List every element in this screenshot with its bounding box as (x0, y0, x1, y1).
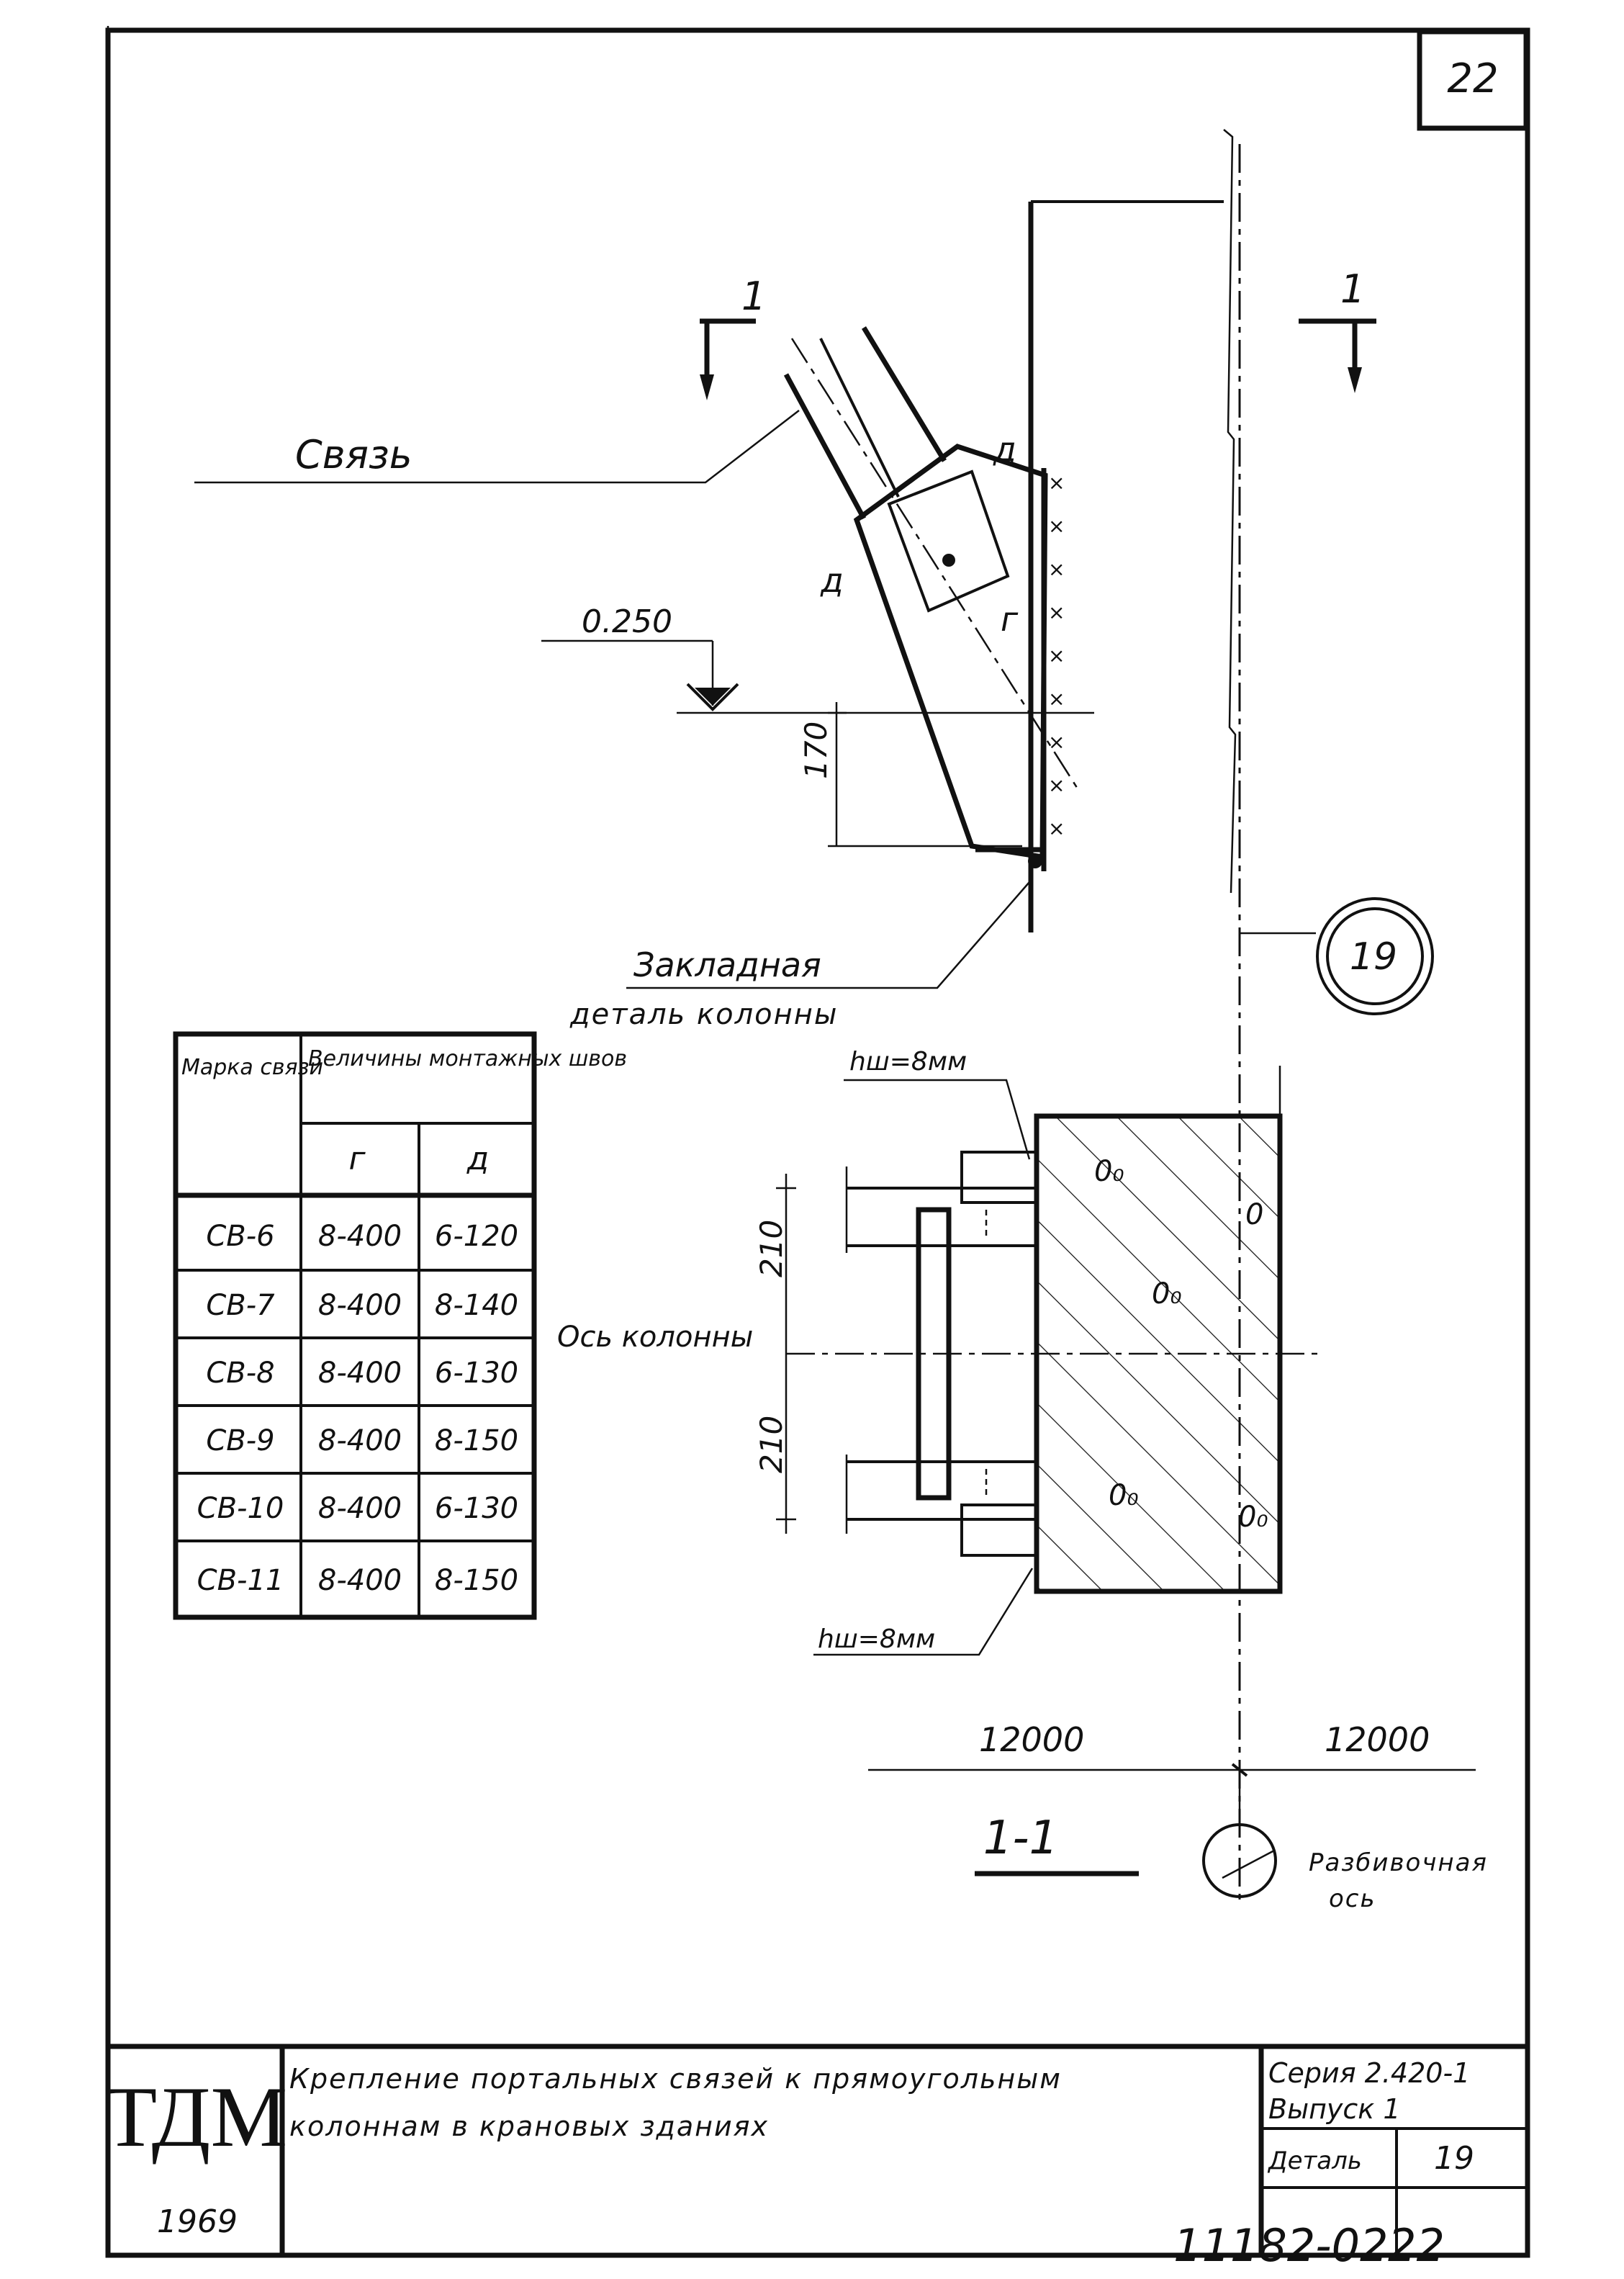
span-left-value: 12000 (979, 1720, 1084, 1759)
weld-label-g: г (1001, 600, 1019, 639)
svg-text:0₀: 0₀ (1238, 1501, 1268, 1534)
svg-text:×: × (1048, 687, 1065, 711)
brace-member: × × × × × × × × × (783, 326, 1081, 871)
detail-callout: 19 (1240, 897, 1434, 1015)
elevation-value: 0.250 (582, 603, 672, 640)
column-axis-label: Ось колонны (557, 1321, 753, 1354)
table-cell-g: 8-400 (318, 1492, 402, 1525)
table-cell-mark: СВ-6 (206, 1220, 274, 1253)
section-title-text: 1-1 (983, 1812, 1059, 1865)
title-block-logo: ТДМ (104, 2069, 287, 2165)
table-cell-mark: СВ-9 (206, 1424, 274, 1457)
embedded-part-line2: деталь колонны (569, 998, 839, 1031)
table-cell-mark: СВ-11 (197, 1564, 284, 1597)
section-title: 1-1 (975, 1812, 1139, 1876)
table-cell-mark: СВ-7 (206, 1289, 275, 1322)
section-1-1-drawing: 0₀ 0₀ 0₀ 0₀ 0 210 210 Ось колонны (557, 1066, 1325, 1594)
sheet-number-box: 22 (1417, 29, 1529, 131)
weld-height-top-text: hш=8мм (849, 1047, 967, 1076)
weld-height-bottom: hш=8мм (813, 1568, 1034, 1656)
svg-text:×: × (1048, 557, 1065, 581)
layout-axis-line2: ось (1329, 1884, 1376, 1913)
issue-label: Выпуск 1 (1268, 2093, 1401, 2125)
table-cell-d: 8-150 (435, 1564, 518, 1597)
layout-axis-marker: Разбивочная ось (1202, 1770, 1488, 1913)
table-cell-g: 8-400 (318, 1220, 402, 1253)
span-dimension: 12000 12000 (868, 1720, 1476, 1777)
section-marker-left: 1 (700, 274, 766, 400)
table-row: СВ-8 8-400 6-130 (206, 1357, 518, 1390)
title-line-2: колоннам в крановых зданиях (289, 2111, 769, 2142)
table-col-g: г (348, 1141, 366, 1177)
svg-text:0₀: 0₀ (1094, 1155, 1124, 1188)
table-header-mark: Марка связи (181, 1055, 323, 1080)
footer-code: 11182-02 (1173, 2219, 1389, 2272)
detail-label: Деталь (1267, 2147, 1362, 2175)
table-row: СВ-9 8-400 8-150 (206, 1424, 518, 1457)
sheet-frame (105, 26, 1530, 2258)
detail-callout-number: 19 (1350, 935, 1397, 979)
svg-text:0₀: 0₀ (1152, 1277, 1181, 1311)
table-cell-g: 8-400 (318, 1564, 402, 1597)
section-marker-label: 1 (741, 274, 766, 319)
table-cell-g: 8-400 (318, 1357, 402, 1390)
table-row: СВ-11 8-400 8-150 (197, 1564, 518, 1597)
span-right-value: 12000 (1325, 1720, 1430, 1759)
svg-text:×: × (1048, 514, 1065, 538)
svg-text:×: × (1048, 817, 1065, 840)
table-header-sizes: Величины монтажных швов (308, 1046, 627, 1071)
layout-axis-line1: Разбивочная (1309, 1848, 1488, 1877)
svg-text:0₀: 0₀ (1109, 1479, 1138, 1512)
table-row: СВ-7 8-400 8-140 (206, 1289, 518, 1322)
table-col-d: д (466, 1141, 489, 1177)
table-cell-d: 6-130 (435, 1357, 518, 1390)
dimension-170: 170 (798, 702, 1022, 848)
svg-text:×: × (1048, 773, 1065, 797)
table-cell-mark: СВ-10 (197, 1492, 284, 1525)
title-line-1: Крепление портальных связей к прямоуголь… (289, 2063, 1062, 2095)
svg-text:0: 0 (1245, 1198, 1263, 1231)
elevation-mark: 0.250 (541, 603, 1094, 714)
weld-table: Марка связи Величины монтажных швов г д … (173, 1031, 627, 1620)
detail-number: 19 (1434, 2140, 1474, 2177)
column-elevation (1028, 129, 1241, 1901)
svg-text:×: × (1048, 730, 1065, 754)
brace-label-text: Связь (295, 432, 412, 477)
weld-label-d-top: д (993, 430, 1016, 469)
dimension-210-bottom: 210 (754, 1416, 789, 1473)
table-cell-g: 8-400 (318, 1289, 402, 1322)
table-cell-mark: СВ-8 (206, 1357, 274, 1390)
dimension-170-text: 170 (798, 722, 834, 779)
table-row: СВ-6 8-400 6-120 (206, 1220, 518, 1253)
svg-text:×: × (1048, 601, 1065, 624)
title-block-year: 1969 (157, 2203, 238, 2240)
weld-height-top: hш=8мм (844, 1047, 1031, 1160)
brace-label: Связь (194, 410, 800, 484)
table-cell-g: 8-400 (318, 1424, 402, 1457)
section-marker-right: 1 (1299, 266, 1376, 393)
title-block: ТДМ 1969 Крепление портальных связей к п… (104, 2044, 1528, 2255)
embedded-part-label: Закладная деталь колонны (569, 881, 1030, 1031)
svg-text:×: × (1048, 644, 1065, 667)
series-label: Серия 2.420-1 (1268, 2057, 1470, 2089)
sheet-number: 22 (1447, 55, 1498, 102)
table-row: СВ-10 8-400 6-130 (197, 1492, 518, 1525)
section-marker-label: 1 (1340, 266, 1365, 312)
weld-marks: × (1048, 471, 1065, 495)
table-cell-d: 6-120 (435, 1220, 518, 1253)
weld-height-bottom-text: hш=8мм (818, 1624, 935, 1654)
table-cell-d: 8-150 (435, 1424, 518, 1457)
embedded-part-line1: Закладная (633, 945, 821, 984)
footer-page: 22 (1388, 2219, 1445, 2272)
table-cell-d: 8-140 (435, 1289, 518, 1322)
weld-label-d-left: д (820, 561, 844, 600)
dimension-210-top: 210 (754, 1220, 789, 1277)
table-cell-d: 6-130 (435, 1492, 518, 1525)
